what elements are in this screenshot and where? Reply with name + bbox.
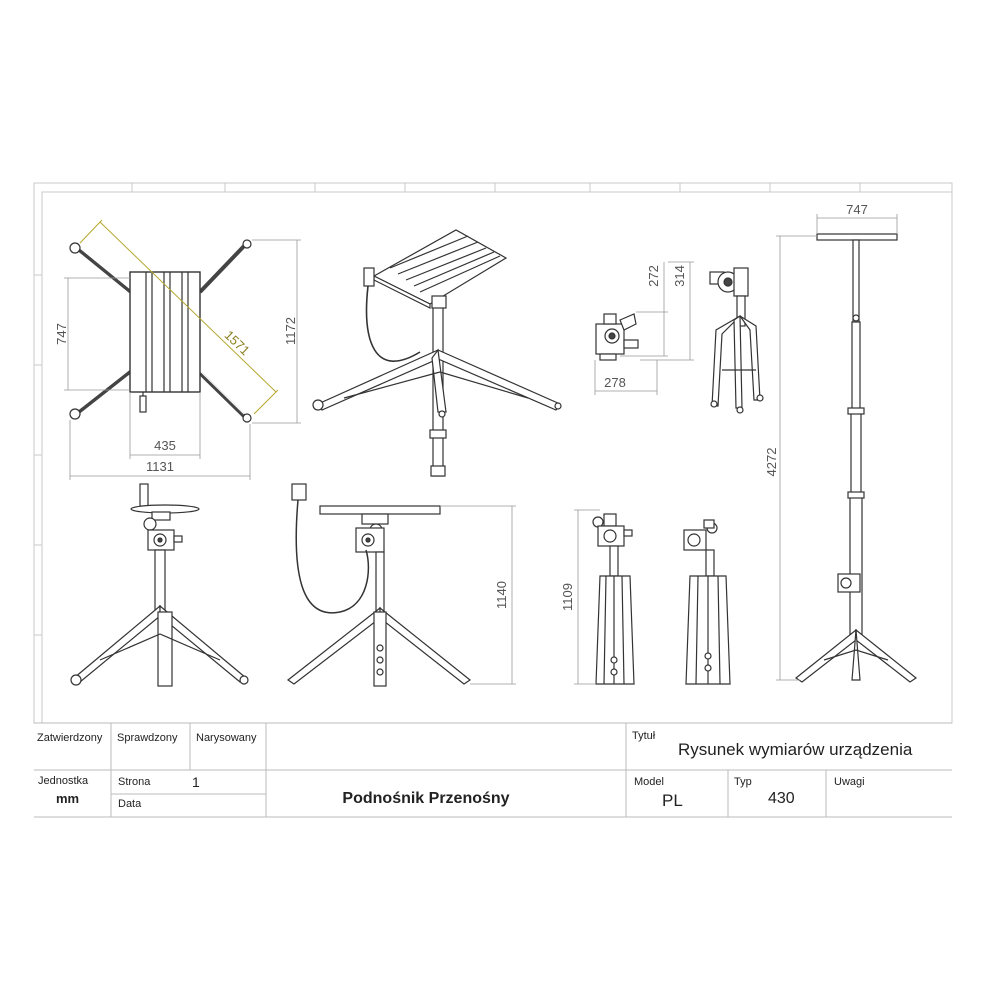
model-label: Model: [634, 776, 664, 788]
date-label: Data: [118, 798, 142, 810]
top-view-dimension-lines: [64, 239, 301, 480]
dim-top-height: 1172: [283, 317, 298, 345]
model-value: PL: [662, 791, 683, 810]
top-view-diagonal-dimension: [79, 219, 279, 415]
dim-head-w: 278: [604, 375, 626, 390]
dim-top-diagonal: 1571: [222, 327, 253, 358]
product-name: Podnośnik Przenośny: [342, 790, 509, 807]
title-label: Tytuł: [632, 730, 656, 742]
folded-isometric-view: [709, 267, 764, 414]
head-detail-view: [595, 313, 639, 361]
drawn-label: Narysowany: [196, 732, 257, 744]
drawing-title: Rysunek wymiarów urządzenia: [678, 740, 913, 759]
head-detail-dimension-lines: [594, 261, 694, 395]
page-value: 1: [192, 774, 200, 790]
dim-top-width: 747: [54, 323, 69, 345]
top-view: [69, 239, 252, 423]
dim-folded-height: 1109: [560, 583, 575, 611]
folded-front-view: [592, 513, 635, 685]
folded-front-dimension-lines: [574, 509, 600, 685]
dim-side-height: 1140: [494, 581, 509, 609]
dim-top-outer-width: 1131: [146, 459, 174, 474]
extended-side-view: [794, 233, 918, 683]
dim-head-h2: 314: [672, 265, 687, 287]
dim-head-h1: 272: [646, 265, 661, 287]
side-view-dimension-lines: [440, 505, 516, 685]
dim-max-height: 4272: [764, 448, 779, 477]
isometric-view: [312, 229, 562, 477]
unit-label: Jednostka: [38, 775, 89, 787]
folded-side-view: [683, 519, 731, 685]
type-label: Typ: [734, 776, 752, 788]
type-value: 430: [768, 790, 795, 807]
dim-top-inner-width: 435: [154, 438, 176, 453]
unit-value: mm: [56, 791, 79, 806]
checked-label: Sprawdzony: [117, 732, 178, 744]
notes-label: Uwagi: [834, 776, 865, 788]
page-label: Strona: [118, 776, 151, 788]
front-view: [70, 483, 249, 687]
approved-label: Zatwierdzony: [37, 732, 103, 744]
side-view: [286, 483, 472, 687]
title-block: [34, 722, 952, 818]
extended-dimension-lines: [776, 214, 898, 681]
dim-top-bar-width: 747: [846, 202, 868, 217]
